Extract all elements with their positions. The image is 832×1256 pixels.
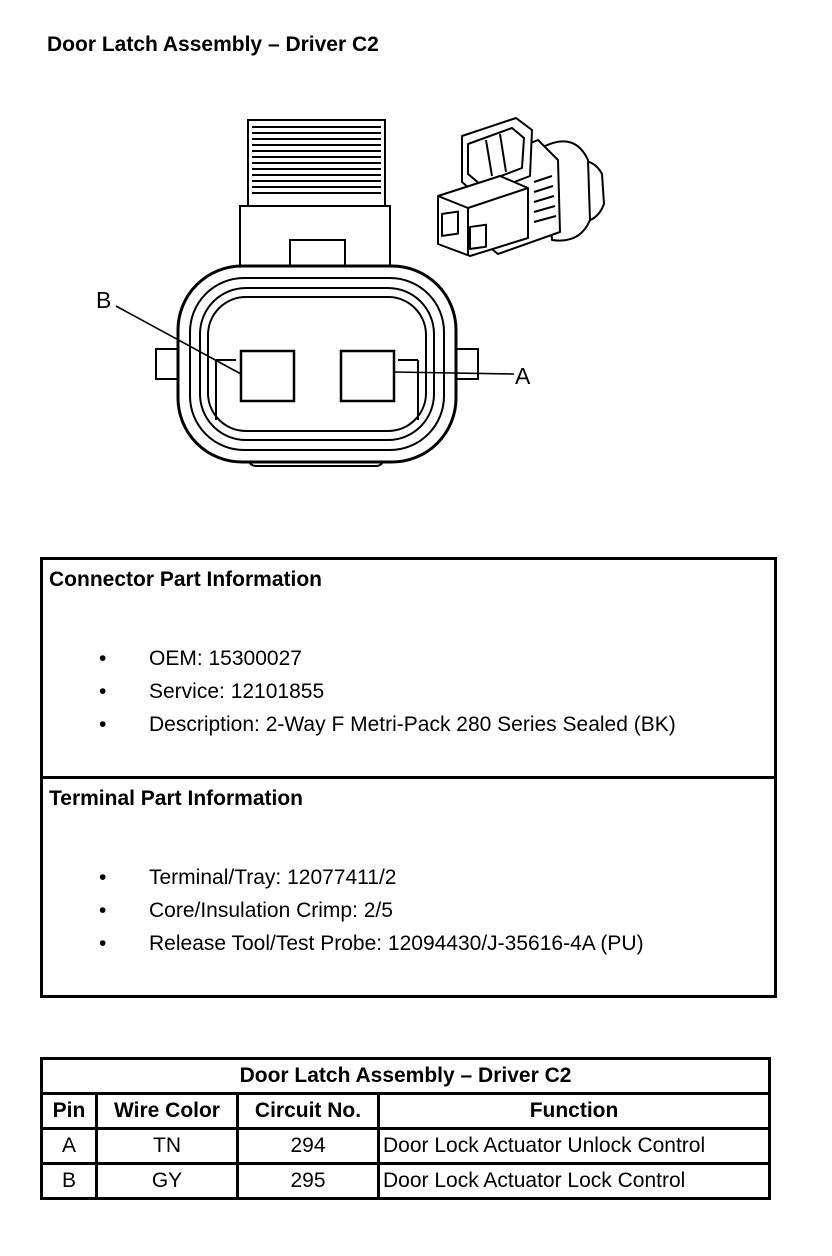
pinout-table: Door Latch Assembly – Driver C2 Pin Wire… bbox=[39, 1057, 772, 1200]
column-header-function: Function bbox=[376, 1092, 772, 1130]
bullet-icon: • bbox=[99, 647, 107, 670]
list-item-text: Service: 12101855 bbox=[149, 680, 325, 703]
column-header-circuit-no: Circuit No. bbox=[236, 1092, 380, 1130]
terminal-part-info-box: Terminal Part Information • Terminal/Tray… bbox=[40, 776, 777, 998]
cell-function: Door Lock Actuator Lock Control bbox=[376, 1162, 772, 1200]
table-row: A TN 294 Door Lock Actuator Unlock Contr… bbox=[40, 1127, 772, 1165]
terminal-part-info-heading: Terminal Part Information bbox=[49, 787, 303, 810]
bullet-icon: • bbox=[99, 680, 107, 703]
cell-circuit-no: 295 bbox=[236, 1162, 380, 1200]
cell-wire-color: GY bbox=[95, 1162, 239, 1200]
terminal-part-info-list: • Terminal/Tray: 12077411/2 • Core/Insulat… bbox=[43, 861, 644, 960]
list-item: • Terminal/Tray: 12077411/2 bbox=[43, 861, 644, 894]
column-header-pin: Pin bbox=[40, 1092, 98, 1130]
table-caption-row: Door Latch Assembly – Driver C2 bbox=[39, 1057, 772, 1095]
cell-function: Door Lock Actuator Unlock Control bbox=[376, 1127, 772, 1165]
list-item-text: Release Tool/Test Probe: 12094430/J-3561… bbox=[149, 932, 644, 955]
page-title: Door Latch Assembly – Driver C2 bbox=[47, 33, 379, 56]
cell-wire-color: TN bbox=[95, 1127, 239, 1165]
list-item-text: Description: 2-Way F Metri-Pack 280 Seri… bbox=[149, 713, 676, 736]
list-item: • Description: 2-Way F Metri-Pack 280 Ser… bbox=[43, 708, 676, 741]
list-item: • OEM: 15300027 bbox=[43, 642, 676, 675]
connector-diagram: B A bbox=[96, 117, 605, 467]
cell-pin: B bbox=[40, 1162, 98, 1200]
bullet-icon: • bbox=[99, 866, 107, 889]
table-row: B GY 295 Door Lock Actuator Lock Control bbox=[40, 1162, 772, 1200]
connector-part-info-heading: Connector Part Information bbox=[49, 568, 323, 591]
list-item-text: Core/Insulation Crimp: 2/5 bbox=[149, 899, 393, 922]
table-header-row: Pin Wire Color Circuit No. Function bbox=[40, 1092, 772, 1130]
connector-face-view bbox=[155, 119, 479, 467]
connector-part-info-list: • OEM: 15300027 • Service: 12101855 • Descr… bbox=[43, 642, 676, 741]
cell-pin: A bbox=[40, 1127, 98, 1165]
pin-callouts: B A bbox=[96, 287, 531, 389]
bullet-icon: • bbox=[99, 713, 107, 736]
list-item: • Release Tool/Test Probe: 12094430/J-356… bbox=[43, 927, 644, 960]
cell-circuit-no: 294 bbox=[236, 1127, 380, 1165]
pin-b-label: B bbox=[96, 287, 111, 313]
list-item: • Core/Insulation Crimp: 2/5 bbox=[43, 894, 644, 927]
bullet-icon: • bbox=[99, 932, 107, 955]
list-item-text: OEM: 15300027 bbox=[149, 647, 302, 670]
connector-part-info-box: Connector Part Information • OEM: 1530002… bbox=[40, 557, 777, 779]
table-caption: Door Latch Assembly – Driver C2 bbox=[39, 1057, 772, 1095]
pin-a-label: A bbox=[515, 363, 531, 389]
list-item-text: Terminal/Tray: 12077411/2 bbox=[149, 866, 397, 889]
bullet-icon: • bbox=[99, 899, 107, 922]
column-header-wire-color: Wire Color bbox=[95, 1092, 239, 1130]
list-item: • Service: 12101855 bbox=[43, 675, 676, 708]
connector-isometric-view bbox=[437, 117, 605, 257]
